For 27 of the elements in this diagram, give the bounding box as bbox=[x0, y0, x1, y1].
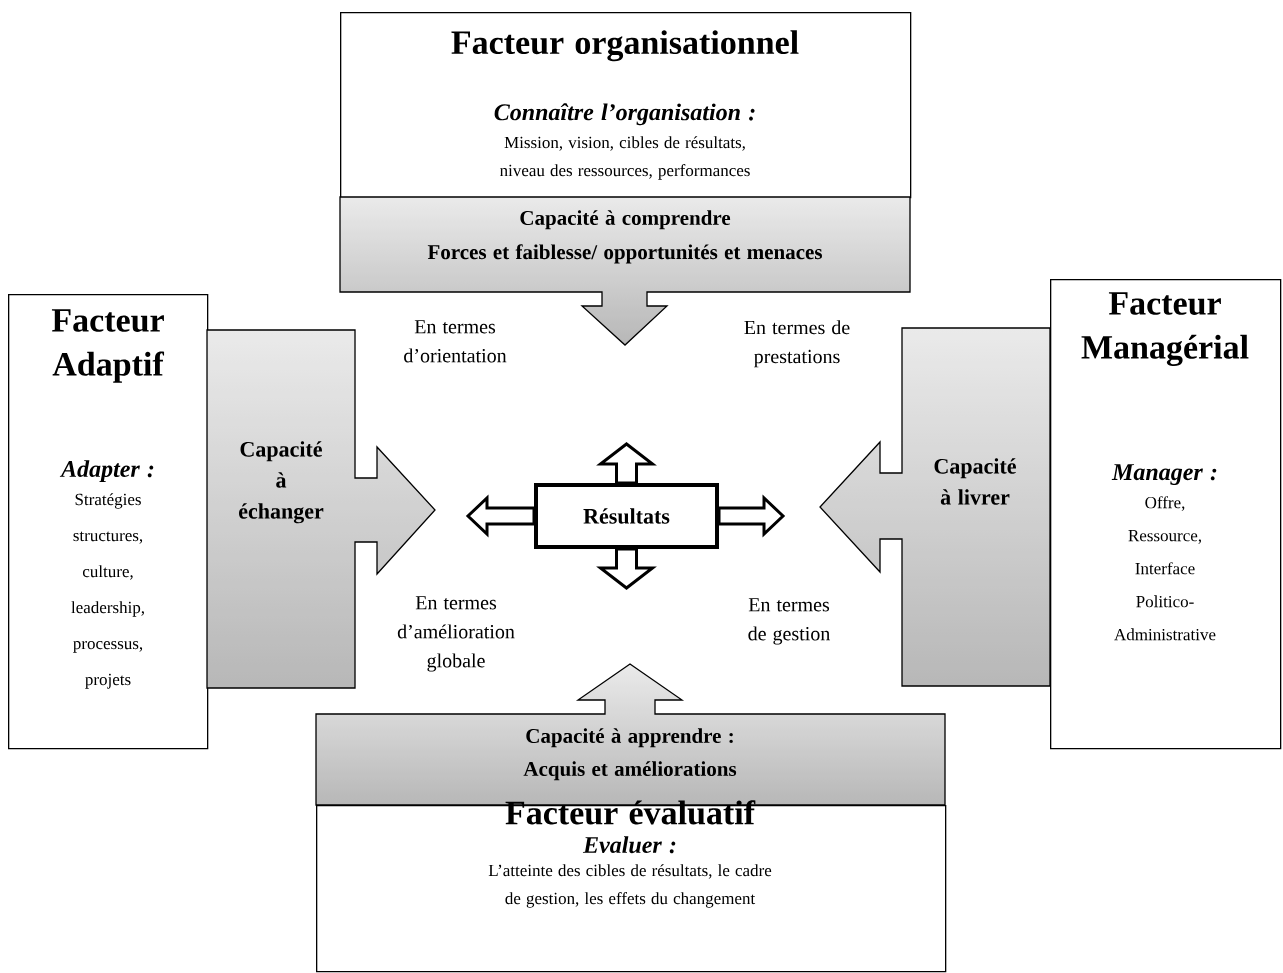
outline-arrow bbox=[596, 442, 657, 485]
note: En termes de prestations bbox=[744, 320, 850, 368]
heading: Facteur Adaptif bbox=[51, 309, 165, 383]
outline-arrow bbox=[465, 494, 536, 538]
arrow-label: Capacité à échanger bbox=[239, 441, 324, 524]
description: Mission, vision, cibles de résultats, niveau des ressources, performances bbox=[500, 136, 750, 180]
subheading: Manager : bbox=[1111, 464, 1217, 485]
note: En termes d’orientation bbox=[404, 320, 507, 363]
description: Stratégies structures, culture, leadership, processus, projets bbox=[71, 493, 144, 689]
arrow-label: Acquis et améliorations bbox=[523, 761, 737, 781]
subheading: Evaluer : bbox=[582, 836, 676, 854]
arrow-label: Forces et faiblesse/ opportunités et menaces bbox=[427, 244, 822, 264]
outline-arrow bbox=[717, 494, 786, 538]
heading: Facteur Managérial bbox=[1081, 292, 1249, 366]
subheading: Connaître l’organisation : bbox=[494, 103, 755, 126]
subheading: Adapter : bbox=[59, 460, 154, 482]
arrow-label: Capacité à apprendre : bbox=[526, 728, 733, 748]
arrow-label: Capacité à comprendre bbox=[520, 210, 731, 230]
heading: Facteur évaluatif bbox=[505, 800, 756, 825]
note: En termes d’amélioration globale bbox=[397, 596, 515, 672]
description: Offre, Ressource, Interface Politico-Administrative bbox=[1114, 496, 1216, 641]
note: En termes de gestion bbox=[748, 598, 830, 645]
heading: Facteur organisationnel bbox=[451, 30, 799, 62]
arrow-label: Capacité à livrer bbox=[934, 458, 1016, 505]
result-box: Résultats bbox=[534, 483, 719, 549]
description: L’atteinte des cibles de résultats, le cadre de gestion, les effets du changement bbox=[488, 864, 772, 908]
outline-arrow bbox=[596, 547, 657, 590]
